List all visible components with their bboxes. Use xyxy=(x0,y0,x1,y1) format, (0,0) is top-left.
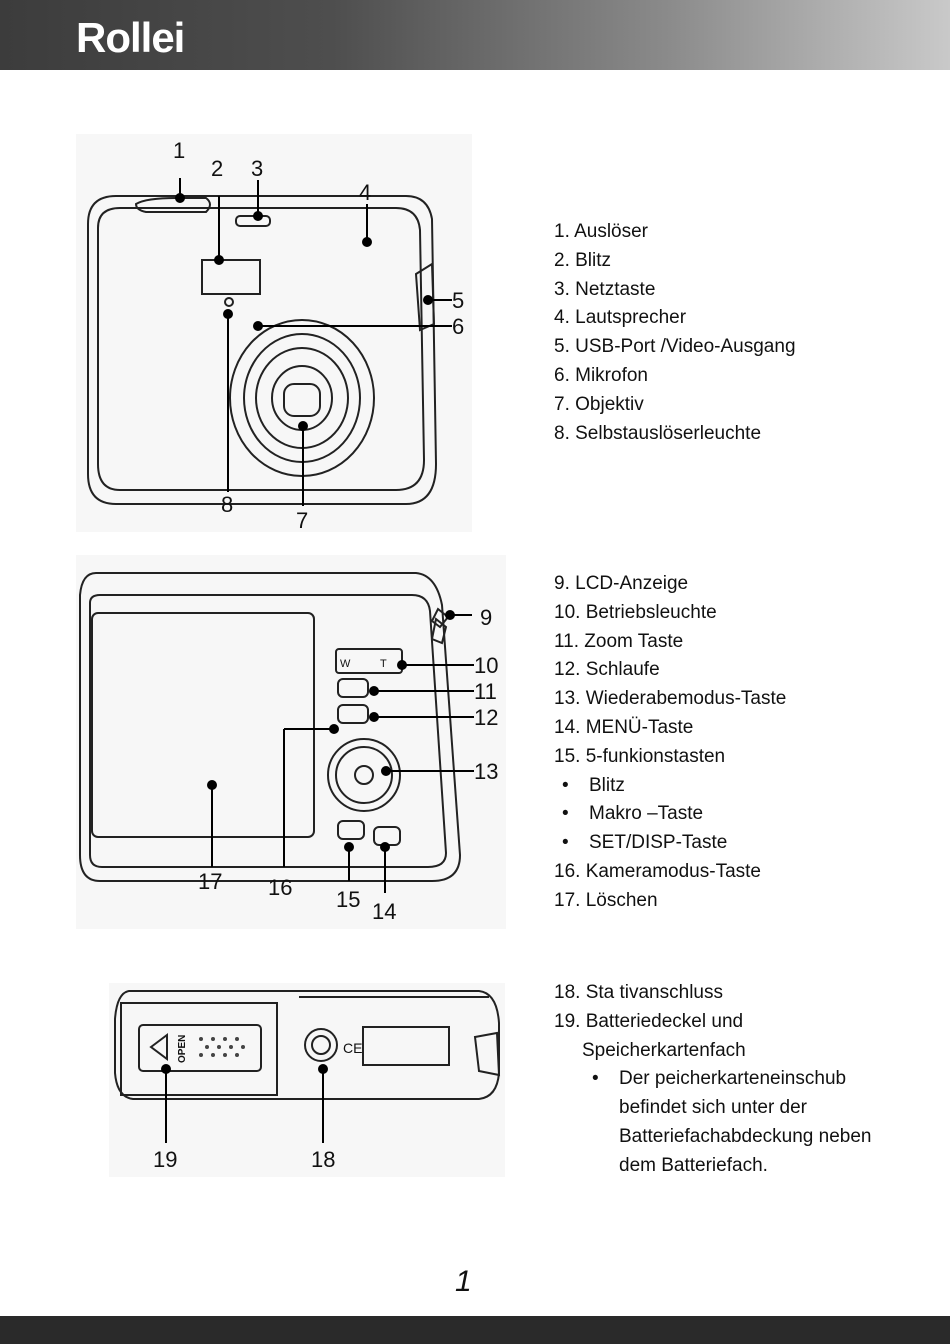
callout-10: 10 xyxy=(474,653,498,678)
page-number: 1 xyxy=(455,1265,472,1298)
callout-13: 13 xyxy=(474,759,498,784)
callout-6: 6 xyxy=(452,314,464,339)
callout-16: 16 xyxy=(268,875,292,900)
list-item: 11. Zoom Taste xyxy=(554,630,684,652)
callout-18: 18 xyxy=(311,1147,335,1172)
list-item: 19. Batteriedeckel und xyxy=(554,1010,744,1032)
callout-5: 5 xyxy=(452,288,464,313)
list-item: 9. LCD-Anzeige xyxy=(554,573,689,594)
list-item-continuation: Speicherkartenfach xyxy=(582,1039,746,1061)
callout-15: 15 xyxy=(336,887,360,912)
list-item: 8. Selbstauslöserleuchte xyxy=(554,422,762,444)
list-subitem: Blitz xyxy=(554,772,786,801)
zoom-w-label: W xyxy=(340,658,351,670)
list-front-parts: 1. Auslöser 2. Blitz 3. Netztaste 4. Lau… xyxy=(554,218,796,448)
rollei-logo: Rollei xyxy=(76,14,185,61)
callout-12: 12 xyxy=(474,705,498,730)
list-item: 16. Kameramodus-Taste xyxy=(554,860,761,882)
callout-11: 11 xyxy=(474,679,497,704)
list-subitem-continuation: Batteriefachabdeckung neben xyxy=(619,1125,872,1147)
list-subitem: Der peicherkarteneinschub xyxy=(554,1065,871,1094)
list-item: 14. MENÜ-Taste xyxy=(554,716,694,738)
list-subitem: Makro –Taste xyxy=(554,800,786,829)
camera-front-figure: 1 2 3 4 5 6 7 8 xyxy=(76,134,472,532)
footer-bar xyxy=(0,1316,950,1344)
callout-9: 9 xyxy=(480,605,492,630)
list-item: 17. Löschen xyxy=(554,889,658,911)
callout-3: 3 xyxy=(251,156,263,181)
list-item: 10. Betriebsleuchte xyxy=(554,601,717,623)
list-item: 6. Mikrofon xyxy=(554,364,648,386)
open-label: OPEN xyxy=(177,1035,188,1063)
callout-14: 14 xyxy=(372,899,396,924)
list-item: 15. 5-funkionstasten xyxy=(554,745,726,767)
list-item: 12. Schlaufe xyxy=(554,659,660,681)
camera-bottom-figure: OPEN CE 19 18 xyxy=(109,983,505,1177)
callout-17: 17 xyxy=(198,869,222,894)
list-subitem-continuation: dem Batteriefach. xyxy=(619,1154,768,1176)
callout-19: 19 xyxy=(153,1147,177,1172)
header-bar: Rollei xyxy=(0,0,950,70)
list-item: 7. Objektiv xyxy=(554,393,644,415)
list-back-parts: 9. LCD-Anzeige 10. Betriebsleuchte 11. Z… xyxy=(554,570,786,916)
callout-7: 7 xyxy=(296,508,308,532)
list-item: 2. Blitz xyxy=(554,249,612,271)
callout-8: 8 xyxy=(221,492,233,517)
callout-1: 1 xyxy=(173,138,185,163)
list-item: 3. Netztaste xyxy=(554,278,656,300)
list-bottom-parts: 18. Sta tivanschluss 19. Batteriedeckel … xyxy=(554,979,871,1181)
list-item: 1. Auslöser xyxy=(554,221,648,242)
ce-mark: CE xyxy=(343,1040,362,1056)
callout-2: 2 xyxy=(211,156,223,181)
zoom-t-label: T xyxy=(380,658,387,670)
callout-4: 4 xyxy=(359,180,371,205)
list-item: 4. Lautsprecher xyxy=(554,307,687,329)
list-subitem-continuation: befindet sich unter der xyxy=(619,1097,808,1119)
list-item: 13. Wiederabemodus-Taste xyxy=(554,688,787,710)
camera-back-figure: W T 9 10 11 12 13 14 15 16 17 xyxy=(76,555,506,929)
list-item: 18. Sta tivanschluss xyxy=(554,982,723,1003)
list-item: 5. USB-Port /Video-Ausgang xyxy=(554,336,796,358)
list-subitem: SET/DISP-Taste xyxy=(554,829,786,858)
